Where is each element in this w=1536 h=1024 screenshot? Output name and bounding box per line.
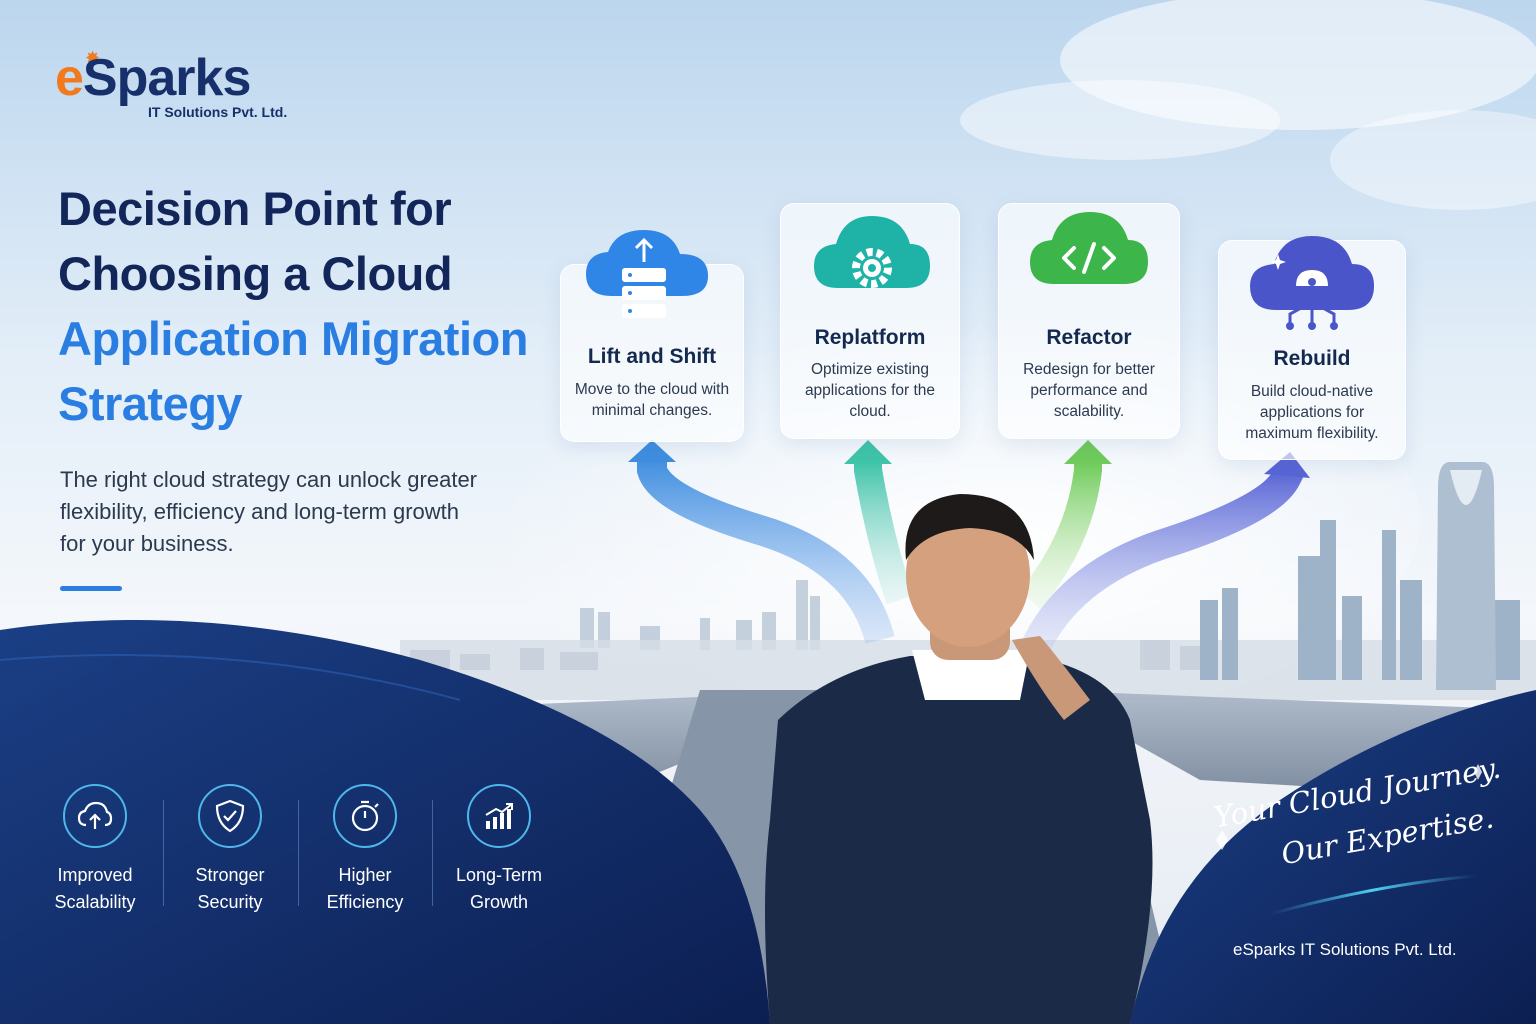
benefit-label-line1: Higher (338, 865, 392, 885)
stopwatch-icon (333, 784, 397, 848)
cloud-gear-icon (814, 216, 930, 288)
benefit-scalability: Improved Scalability (30, 784, 160, 916)
benefit-label-line1: Improved (57, 865, 133, 885)
benefit-security: Stronger Security (165, 784, 295, 916)
benefit-label-line2: Efficiency (326, 892, 404, 912)
benefit-label-line1: Long-Term (455, 865, 543, 885)
benefit-divider (163, 800, 164, 906)
businessman-figure (765, 494, 1153, 1024)
page-title: Decision Point for Choosing a Cloud Appl… (58, 176, 578, 436)
benefit-label-line2: Growth (469, 892, 529, 912)
logo-e: e (55, 49, 84, 107)
benefit-label: Higher Efficiency (300, 862, 430, 916)
strategy-title: Rebuild (1273, 347, 1351, 370)
benefit-divider (298, 800, 299, 906)
strategy-description: Build cloud-native applications for maxi… (1245, 383, 1379, 442)
benefit-label: Stronger Security (165, 862, 295, 916)
brand-logo: eSparks (55, 49, 251, 107)
cloud-network-icon (1250, 236, 1374, 330)
cloud-upload-icon (63, 784, 127, 848)
benefit-label-line2: Security (197, 892, 263, 912)
shield-check-icon (198, 784, 262, 848)
benefit-label-line1: Stronger (195, 865, 265, 885)
cloud-server-upload-icon (586, 230, 708, 318)
title-line-2: Choosing a Cloud (58, 247, 453, 300)
accent-rule (60, 586, 122, 591)
brand-tagline: IT Solutions Pvt. Ltd. (148, 104, 288, 120)
title-line-3: Application Migration (58, 312, 528, 365)
strategy-title: Refactor (1046, 326, 1132, 349)
strategy-card-refactor: Refactor Redesign for better performance… (998, 203, 1180, 439)
benefit-label-line2: Scalability (54, 892, 136, 912)
growth-chart-icon (467, 784, 531, 848)
title-line-1: Decision Point for (58, 182, 452, 235)
strategy-description: Move to the cloud with minimal changes. (574, 381, 730, 419)
benefit-efficiency: Higher Efficiency (300, 784, 430, 916)
footer-company-name: eSparks IT Solutions Pvt. Ltd. (1233, 940, 1457, 959)
title-line-4: Strategy (58, 377, 243, 430)
benefit-growth: Long-Term Growth (434, 784, 564, 916)
cloud-code-icon (1030, 212, 1148, 284)
logo-spark-icon: ✸ (85, 48, 101, 68)
strategy-description: Redesign for better performance and scal… (1023, 361, 1155, 420)
benefit-label: Long-Term Growth (434, 862, 564, 916)
strategy-title: Lift and Shift (587, 345, 717, 368)
logo-wordmark: Sparks (82, 49, 251, 107)
strategy-description: Optimize existing applications for the c… (804, 361, 936, 420)
benefit-label: Improved Scalability (30, 862, 160, 916)
lead-paragraph: The right cloud strategy can unlock grea… (60, 467, 478, 556)
strategy-title: Replatform (814, 326, 926, 349)
benefit-divider (432, 800, 433, 906)
